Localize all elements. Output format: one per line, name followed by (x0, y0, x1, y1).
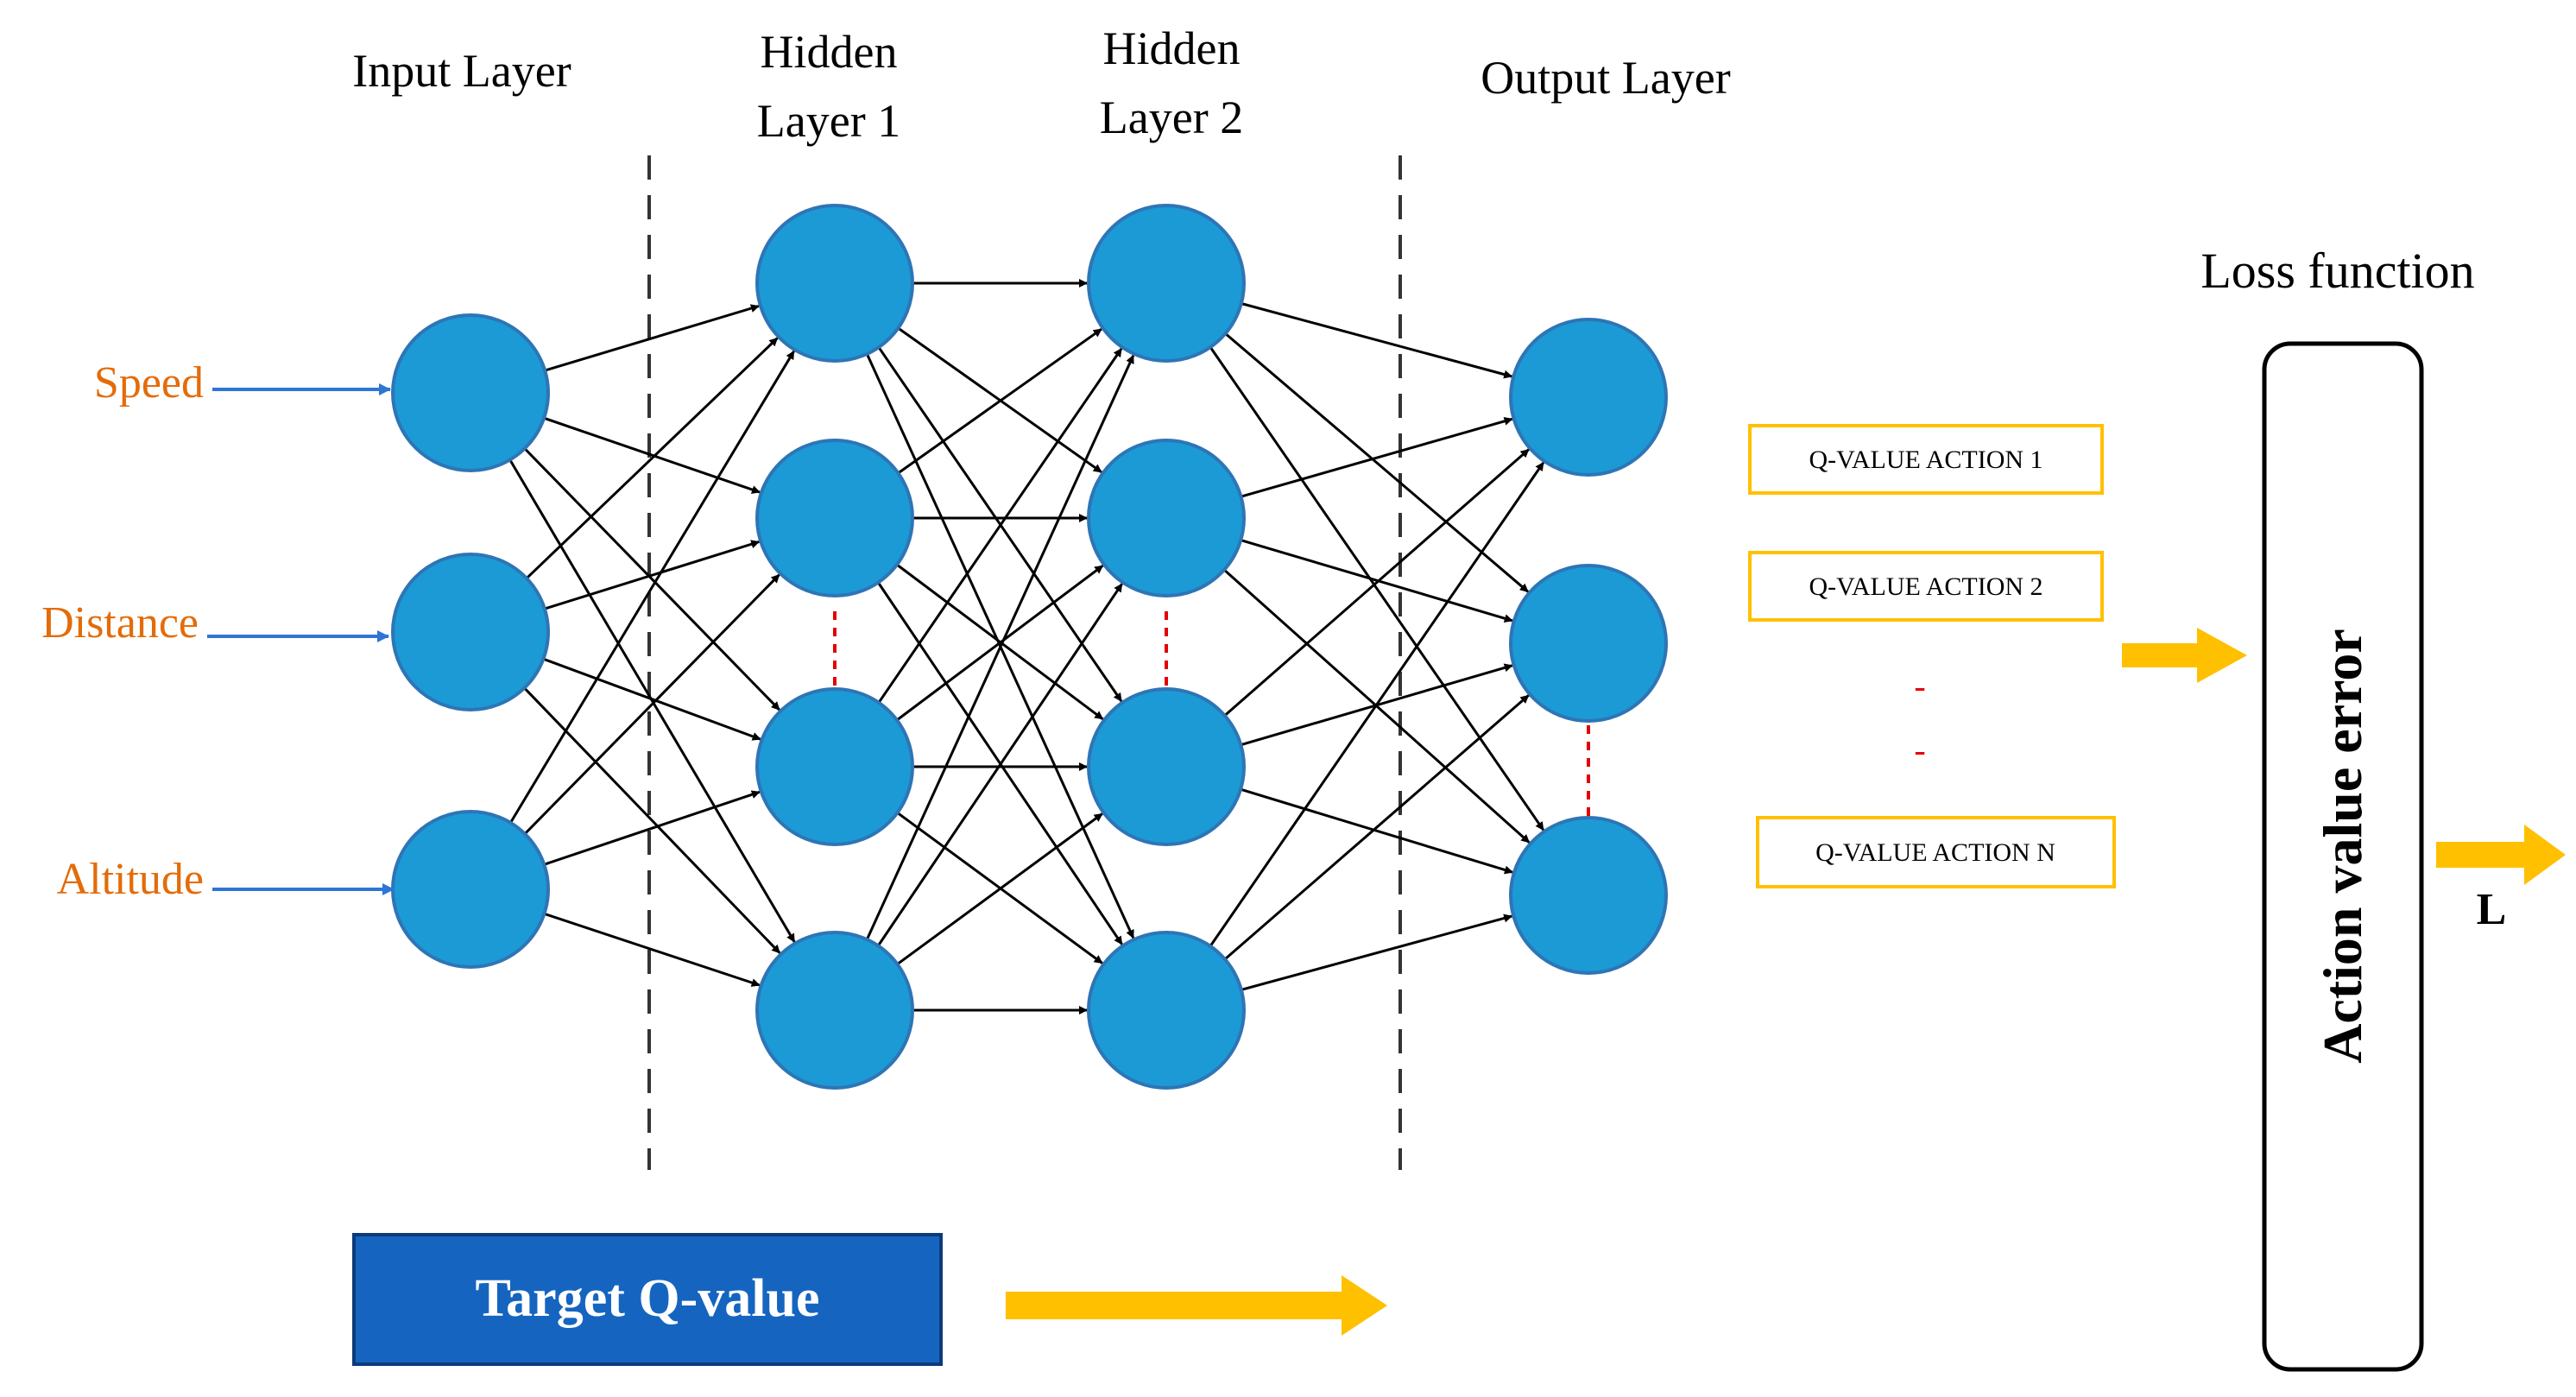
connection-hidden2-1-to-output-2 (1224, 332, 1529, 593)
target-q-value-box (352, 1233, 943, 1366)
hidden1-node-1 (755, 204, 914, 363)
hidden2-node-3 (1087, 687, 1246, 846)
output-node-1 (1509, 318, 1668, 477)
output-layer-title: Output Layer (1481, 52, 1730, 104)
nodes (391, 204, 1668, 1090)
connection-input-1-to-hidden1-2 (543, 416, 761, 494)
hidden1-node-2 (755, 439, 914, 597)
q-value-box-n (1756, 816, 2116, 888)
connection-input-3-to-hidden1-2 (523, 573, 780, 835)
connection-hidden2-4-to-output-3 (1241, 913, 1513, 991)
connection-hidden2-2-to-output-2 (1240, 539, 1513, 623)
hidden-layer-2-title-line1: Hidden (1103, 22, 1241, 74)
q-value-box-1 (1748, 424, 2104, 495)
connection-input-2-to-hidden1-2 (544, 540, 761, 610)
target-to-loss-arrow (1006, 1275, 1387, 1336)
connection-input-2-to-hidden1-1 (525, 337, 779, 579)
q-value-label-2: Q-VALUE ACTION 2 (1809, 572, 2042, 601)
connection-hidden2-4-to-output-1 (1209, 461, 1545, 947)
hidden-layer-1-title-line1: Hidden (761, 26, 898, 78)
hidden2-node-4 (1087, 931, 1246, 1090)
input-node-3 (391, 810, 550, 969)
q-value-ellipsis-1: - (1914, 667, 1925, 705)
hidden2-node-2 (1087, 439, 1246, 597)
connection-hidden2-3-to-output-1 (1223, 448, 1530, 717)
hidden-layer-2-title-line2: Layer 2 (1100, 92, 1243, 143)
connection-input-3-to-hidden1-3 (543, 790, 761, 866)
connection-input-2-to-hidden1-3 (542, 657, 761, 741)
loss-output-arrow (2436, 825, 2566, 885)
hidden1-node-4 (755, 931, 914, 1090)
connections (508, 279, 1545, 1015)
connection-input-1-to-hidden1-4 (508, 458, 796, 943)
loss-output-label: L (2477, 885, 2507, 934)
q-value-label-1: Q-VALUE ACTION 1 (1809, 446, 2042, 474)
connection-input-1-to-hidden1-1 (544, 304, 760, 372)
connection-hidden1-4-to-hidden2-3 (896, 812, 1103, 965)
hidden1-node-3 (755, 687, 914, 846)
connection-hidden2-3-to-output-3 (1240, 787, 1513, 875)
connection-hidden1-2-to-hidden2-1 (897, 327, 1102, 475)
input-label-speed: Speed (94, 358, 204, 408)
connection-input-2-to-hidden1-4 (523, 686, 781, 954)
connection-hidden1-4-to-hidden2-1 (865, 354, 1135, 940)
output-node-2 (1509, 564, 1668, 723)
connection-input-1-to-hidden1-3 (523, 447, 780, 711)
connection-input-3-to-hidden1-1 (509, 350, 795, 824)
output-node-3 (1509, 816, 1668, 975)
q-value-box-2 (1748, 551, 2104, 622)
connection-hidden2-1-to-output-1 (1241, 302, 1513, 379)
q-values-to-loss-arrow (2122, 628, 2247, 683)
loss-function-title: Loss function (2200, 243, 2474, 299)
hidden-layer-1-title-line2: Layer 1 (757, 95, 900, 147)
connection-input-3-to-hidden1-4 (543, 912, 761, 987)
q-value-ellipsis-2: - (1914, 730, 1925, 769)
connection-hidden1-4-to-hidden2-2 (877, 583, 1123, 947)
connection-hidden1-3-to-hidden2-2 (896, 565, 1104, 722)
action-value-error-box (2262, 341, 2424, 1372)
input-node-1 (391, 313, 550, 472)
connection-hidden2-1-to-output-3 (1209, 346, 1545, 831)
action-value-error-label: Action value error (2312, 629, 2373, 1064)
hidden2-node-1 (1087, 204, 1246, 363)
input-label-distance: Distance (41, 598, 199, 648)
connection-hidden1-3-to-hidden2-1 (877, 348, 1123, 704)
input-layer-title: Input Layer (352, 45, 571, 97)
input-label-altitude: Altitude (57, 855, 204, 904)
target-q-value-label: Target Q-value (476, 1269, 820, 1328)
connection-hidden2-4-to-output-2 (1223, 694, 1530, 961)
connection-hidden2-2-to-output-1 (1241, 416, 1513, 498)
input-node-2 (391, 553, 550, 711)
q-value-label-n: Q-VALUE ACTION N (1815, 838, 2055, 867)
